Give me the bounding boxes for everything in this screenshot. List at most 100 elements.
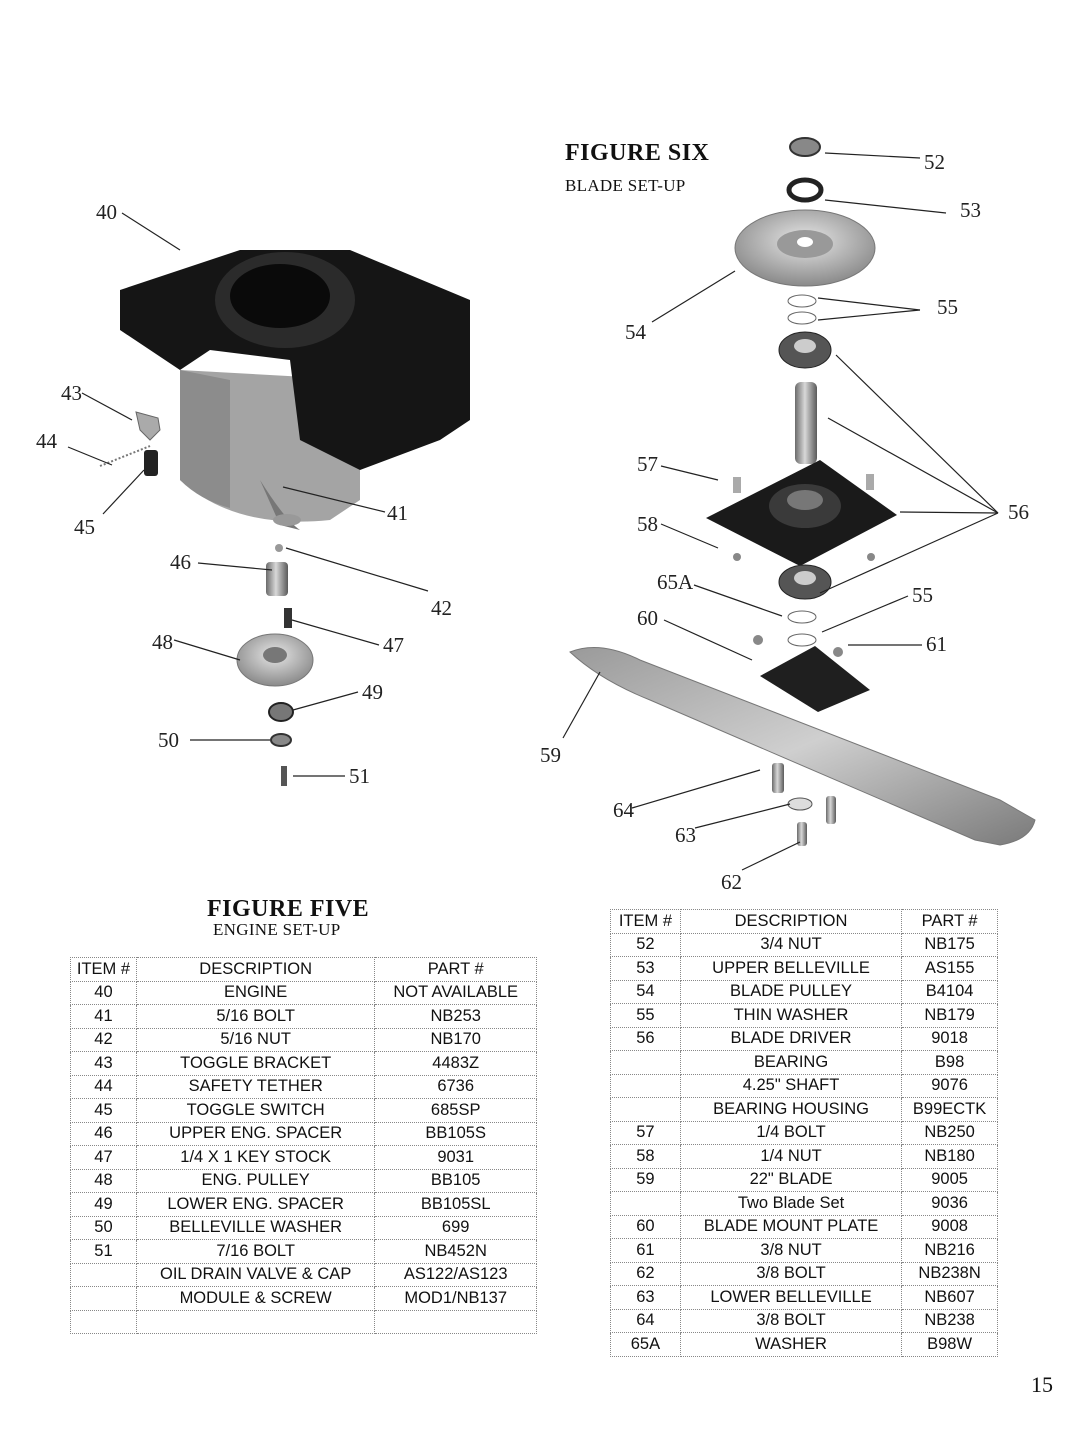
callout-62: 62 xyxy=(721,870,742,894)
column-header-item: ITEM # xyxy=(70,957,137,982)
callout-57: 57 xyxy=(637,452,658,476)
cell-description: SAFETY TETHER xyxy=(135,1074,376,1099)
cell-part: AS122/AS123 xyxy=(374,1262,537,1287)
cell-part: NB238N xyxy=(901,1261,998,1286)
cell-item xyxy=(70,1286,137,1311)
cell-description: 3/8 BOLT xyxy=(679,1261,903,1286)
figure-five-subtitle: ENGINE SET-UP xyxy=(213,920,341,939)
column-header-item: ITEM # xyxy=(610,909,681,934)
callout-58: 58 xyxy=(637,512,658,536)
cell-item: 54 xyxy=(610,979,681,1004)
figure-five-title: FIGURE FIVE xyxy=(207,896,370,922)
cell-description: 1/4 X 1 KEY STOCK xyxy=(135,1145,376,1170)
cell-part: BB105 xyxy=(374,1168,537,1193)
cell-item: 50 xyxy=(70,1215,137,1240)
cell-item: 49 xyxy=(70,1192,137,1217)
callout-64: 64 xyxy=(613,798,634,822)
cell-item: 64 xyxy=(610,1308,681,1333)
cell-part: NB216 xyxy=(901,1238,998,1263)
cell-item: 55 xyxy=(610,1003,681,1028)
column-header-part: PART # xyxy=(374,957,537,982)
cell-item xyxy=(610,1097,681,1122)
cell-description: LOWER ENG. SPACER xyxy=(135,1192,376,1217)
callout-51: 51 xyxy=(349,764,370,788)
cell-part: MOD1/NB137 xyxy=(374,1286,537,1311)
cell-description: 4.25" SHAFT xyxy=(679,1073,903,1098)
cell-part: NB238 xyxy=(901,1308,998,1333)
column-header-description: DESCRIPTION xyxy=(679,909,903,934)
engine-illustration xyxy=(120,250,470,530)
table-header-row: ITEM # DESCRIPTION PART # xyxy=(610,909,998,934)
cell-description xyxy=(135,1309,376,1334)
cell-part: 685SP xyxy=(374,1098,537,1123)
cell-item: 43 xyxy=(70,1051,137,1076)
callout-61: 61 xyxy=(926,632,947,656)
callout-52: 52 xyxy=(924,150,945,174)
cell-item xyxy=(610,1073,681,1098)
engine-leader-lines xyxy=(67,212,429,777)
cell-item: 48 xyxy=(70,1168,137,1193)
cell-part: 9076 xyxy=(901,1073,998,1098)
cell-description: 3/8 BOLT xyxy=(679,1308,903,1333)
cell-part: B4104 xyxy=(901,979,998,1004)
cell-item: 60 xyxy=(610,1214,681,1239)
cell-item xyxy=(610,1191,681,1216)
cell-part: NB175 xyxy=(901,932,998,957)
engine-small-parts xyxy=(236,544,314,786)
callout-40: 40 xyxy=(96,200,117,224)
cell-part: 9018 xyxy=(901,1026,998,1051)
cell-part: NB180 xyxy=(901,1144,998,1169)
cell-item: 47 xyxy=(70,1145,137,1170)
cell-part: 6736 xyxy=(374,1074,537,1099)
cell-item: 56 xyxy=(610,1026,681,1051)
cell-description: MODULE & SCREW xyxy=(135,1286,376,1311)
table-header-row: ITEM # DESCRIPTION PART # xyxy=(70,957,537,982)
cell-part: NB452N xyxy=(374,1239,537,1264)
callout-45: 45 xyxy=(74,515,95,539)
cell-item xyxy=(70,1309,137,1334)
cell-part: BB105SL xyxy=(374,1192,537,1217)
cell-part: NB253 xyxy=(374,1004,537,1029)
cell-item: 44 xyxy=(70,1074,137,1099)
cell-description: UPPER ENG. SPACER xyxy=(135,1121,376,1146)
cell-description: TOGGLE BRACKET xyxy=(135,1051,376,1076)
cell-description: 22" BLADE xyxy=(679,1167,903,1192)
cell-part: NOT AVAILABLE xyxy=(374,980,537,1005)
cell-part xyxy=(374,1309,537,1334)
callout-65a: 65A xyxy=(657,570,694,594)
cell-item: 63 xyxy=(610,1285,681,1310)
callout-50: 50 xyxy=(158,728,179,752)
column-header-part: PART # xyxy=(901,909,998,934)
cell-description: 5/16 BOLT xyxy=(135,1004,376,1029)
cell-part: NB179 xyxy=(901,1003,998,1028)
cell-description: 3/4 NUT xyxy=(679,932,903,957)
cell-description: 1/4 NUT xyxy=(679,1144,903,1169)
table-row xyxy=(70,1309,537,1334)
cell-part: 9005 xyxy=(901,1167,998,1192)
column-header-description: DESCRIPTION xyxy=(135,957,376,982)
callout-44: 44 xyxy=(36,429,57,453)
cell-part: 4483Z xyxy=(374,1051,537,1076)
cell-description: 5/16 NUT xyxy=(135,1027,376,1052)
figure-six-subtitle: BLADE SET-UP xyxy=(565,176,686,195)
